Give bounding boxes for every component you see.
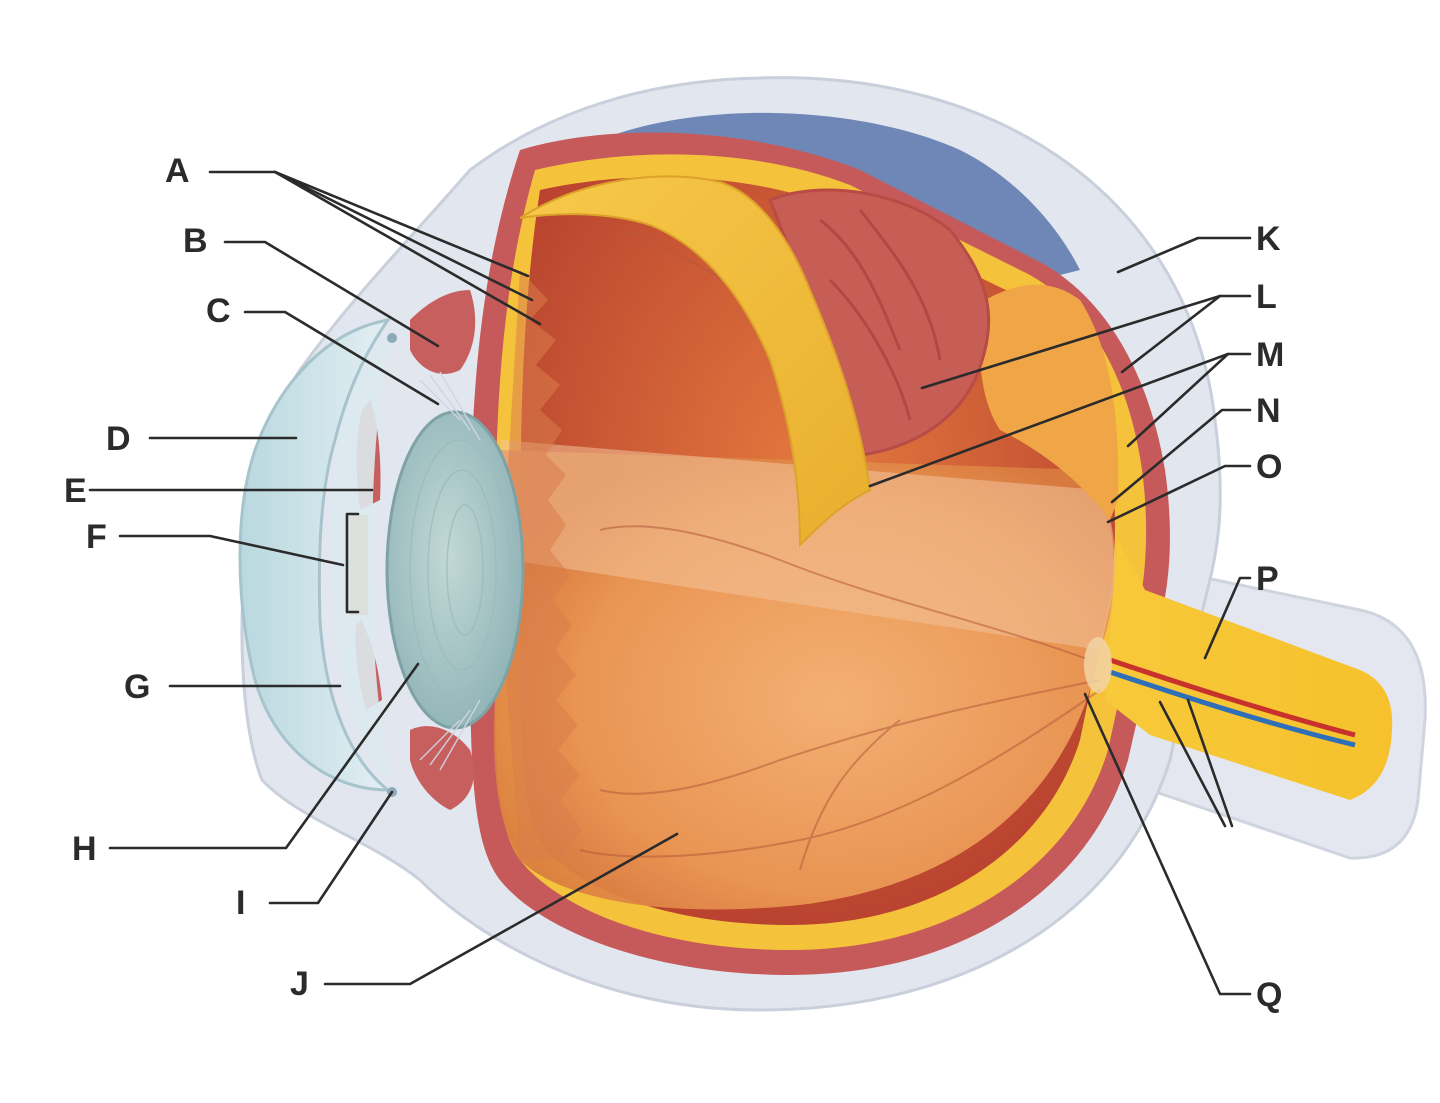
label-c: C: [206, 292, 231, 330]
leader-h: [108, 662, 420, 850]
leader-i: [268, 790, 394, 905]
label-m: M: [1256, 336, 1284, 374]
label-o: O: [1256, 448, 1282, 486]
leader-q: [1083, 692, 1252, 996]
leader-k: [1116, 236, 1252, 274]
label-b: B: [183, 222, 208, 260]
label-d: D: [106, 420, 131, 458]
leader-n: [1110, 408, 1252, 504]
eyeball-illustration: [238, 76, 1427, 1012]
leader-a-3: [273, 170, 542, 326]
ciliary-body-top: [410, 290, 476, 374]
anterior-chamber: [331, 330, 392, 785]
label-f: F: [86, 518, 107, 556]
leader-vessels: [1158, 700, 1227, 828]
label-e: E: [64, 472, 87, 510]
leader-f-bracket: [345, 512, 360, 614]
leader-p: [1203, 576, 1252, 660]
leader-m-2: [1126, 352, 1230, 448]
leader-f: [118, 534, 345, 567]
label-g: G: [124, 668, 150, 706]
peeled-retina-flap: [519, 175, 872, 548]
ora-serrata: [500, 270, 582, 860]
label-l: L: [1256, 278, 1277, 316]
scleral-venous-sinus-top: [387, 333, 397, 343]
label-a: A: [165, 152, 190, 190]
label-k: K: [1256, 220, 1281, 258]
central-artery: [1109, 657, 1356, 738]
leader-c: [243, 310, 440, 406]
choroid-flap-vessels: [819, 209, 942, 421]
zonular-fibers: [419, 371, 481, 771]
leader-b: [223, 240, 440, 348]
retina-posterior-region: [980, 284, 1119, 520]
central-vein: [1109, 669, 1356, 748]
label-n: N: [1256, 392, 1281, 430]
lens-rings: [409, 439, 511, 701]
label-h: H: [72, 830, 97, 868]
leader-lines: [88, 170, 1252, 996]
leader-a-2: [273, 170, 534, 302]
vitreous-cut-band: [500, 440, 1115, 650]
leader-l-2: [1120, 294, 1222, 374]
label-j: J: [290, 965, 309, 1003]
label-q: Q: [1256, 976, 1282, 1014]
leader-vessels-2: [1186, 698, 1234, 828]
labels: A B C D E F G H I J K L M N O P Q: [64, 152, 1284, 1014]
label-i: I: [236, 884, 245, 922]
label-p: P: [1256, 560, 1279, 598]
leader-o: [1106, 464, 1252, 524]
leader-j: [323, 832, 679, 986]
optic-disc: [1084, 637, 1112, 693]
